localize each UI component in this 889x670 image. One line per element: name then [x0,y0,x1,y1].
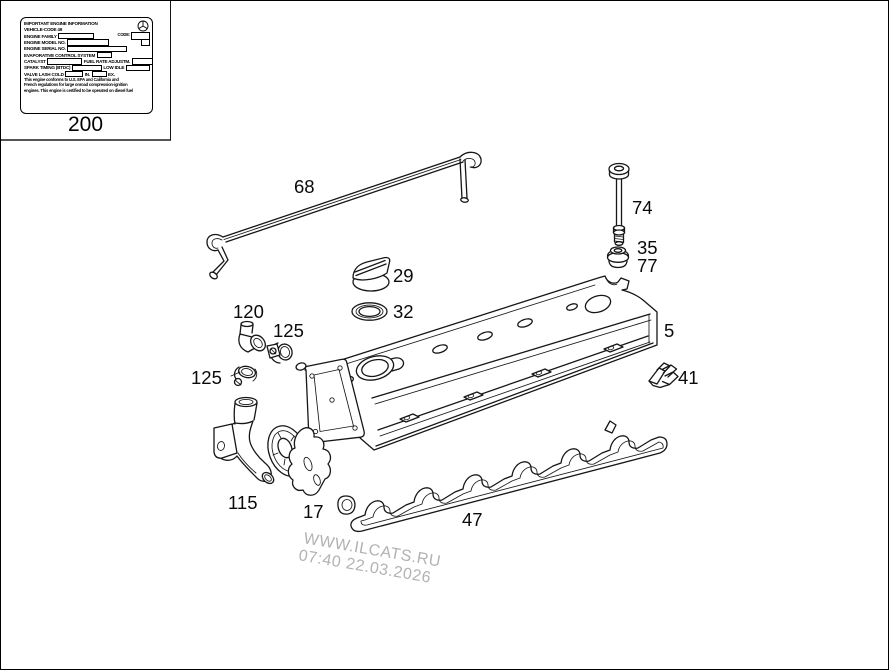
sticker-field [131,58,152,65]
part-47-gasket-drawing [337,420,668,533]
part-label-200: 200 [67,113,104,136]
part-label-115: 115 [228,492,258,513]
sticker-row-text: FUEL RATE ADJUSTM. [83,58,131,64]
part-label-29: 29 [393,265,414,286]
sticker-row-text: SPARK TIMING (BTDC) [24,65,71,71]
part-label-32: 32 [393,301,414,322]
part-120-elbow-drawing [238,320,266,353]
part-115-breather-pipe-drawing [213,396,275,485]
sticker-field [96,52,112,59]
part-32-seal-ring-drawing [351,302,388,321]
part-label-17: 17 [303,501,324,522]
part-labels: 68 74 35 77 29 32 5 41 120 125 125 115 1… [191,176,699,530]
part-label-125-lower: 125 [191,367,222,388]
part-label-5: 5 [664,320,674,341]
sticker-code-label: CODE: [117,32,131,37]
part-41-clip-drawing [648,362,679,389]
part-label-74: 74 [632,197,653,218]
sticker-field [47,58,83,65]
sticker-row-text: LOW IDLE [103,65,125,71]
sticker-footer-line: engines. This engine is certified to be … [24,87,133,93]
part-label-120: 120 [233,301,264,322]
sticker-row-text: IN. [84,71,90,77]
sticker-header: IMPORTANT ENGINE INFORMATION [24,21,98,27]
part-label-47: 47 [462,509,483,530]
sticker-row-text: ENGINE MODEL NO. [24,40,66,46]
part-29-filler-cap-drawing [352,256,391,292]
part-label-35: 35 [637,237,658,258]
sticker-field [71,64,102,71]
sticker-footer-line: This engine conforms to U.S. EPA and Cal… [24,77,119,83]
sticker-code-tag [131,32,150,46]
sticker-row-text: EVAPORATIVE CONTROL SYSTEM [24,52,96,58]
sticker-field [67,45,128,52]
part-label-125-upper: 125 [273,320,304,341]
sticker-field [125,64,150,71]
sticker-row-text: ENGINE SERIAL NO. [24,46,66,52]
sticker-row-text: VEHICLE-CODE 49 [24,27,63,33]
part-label-68: 68 [294,176,315,197]
engine-info-cell: CODE: IMPORTANT ENGINE INFORMATION VEHIC… [1,1,171,141]
part-5-valve-cover-drawing [295,275,658,451]
sticker-row-text: EX. [108,71,115,77]
sticker-field [65,70,84,78]
part-125-clamp-upper-drawing [266,342,293,364]
sticker-field [67,39,110,46]
part-74-bolt-drawing [608,162,630,246]
sticker-field [91,70,107,78]
part-17-cap-bracket-drawing [267,425,332,496]
sticker-row-text: VALVE LASH COLD [24,71,64,77]
sticker-row-text: CATALYST [24,58,46,64]
part-label-77: 77 [637,255,658,276]
part-label-41: 41 [678,367,699,388]
sticker-footer-line: French regulations for large onroad comp… [24,82,128,88]
sticker-code-area: CODE: [117,32,150,46]
sticker-row-text: ENGINE FAMILY [24,33,57,39]
part-35-77-grommet-drawing [606,246,630,269]
part-68-pipe-drawing [206,151,482,280]
engine-info-sticker: CODE: IMPORTANT ENGINE INFORMATION VEHIC… [20,17,153,114]
part-125-clamp-lower-drawing [230,365,258,387]
mercedes-star-icon [137,20,149,32]
sticker-field [58,33,95,40]
